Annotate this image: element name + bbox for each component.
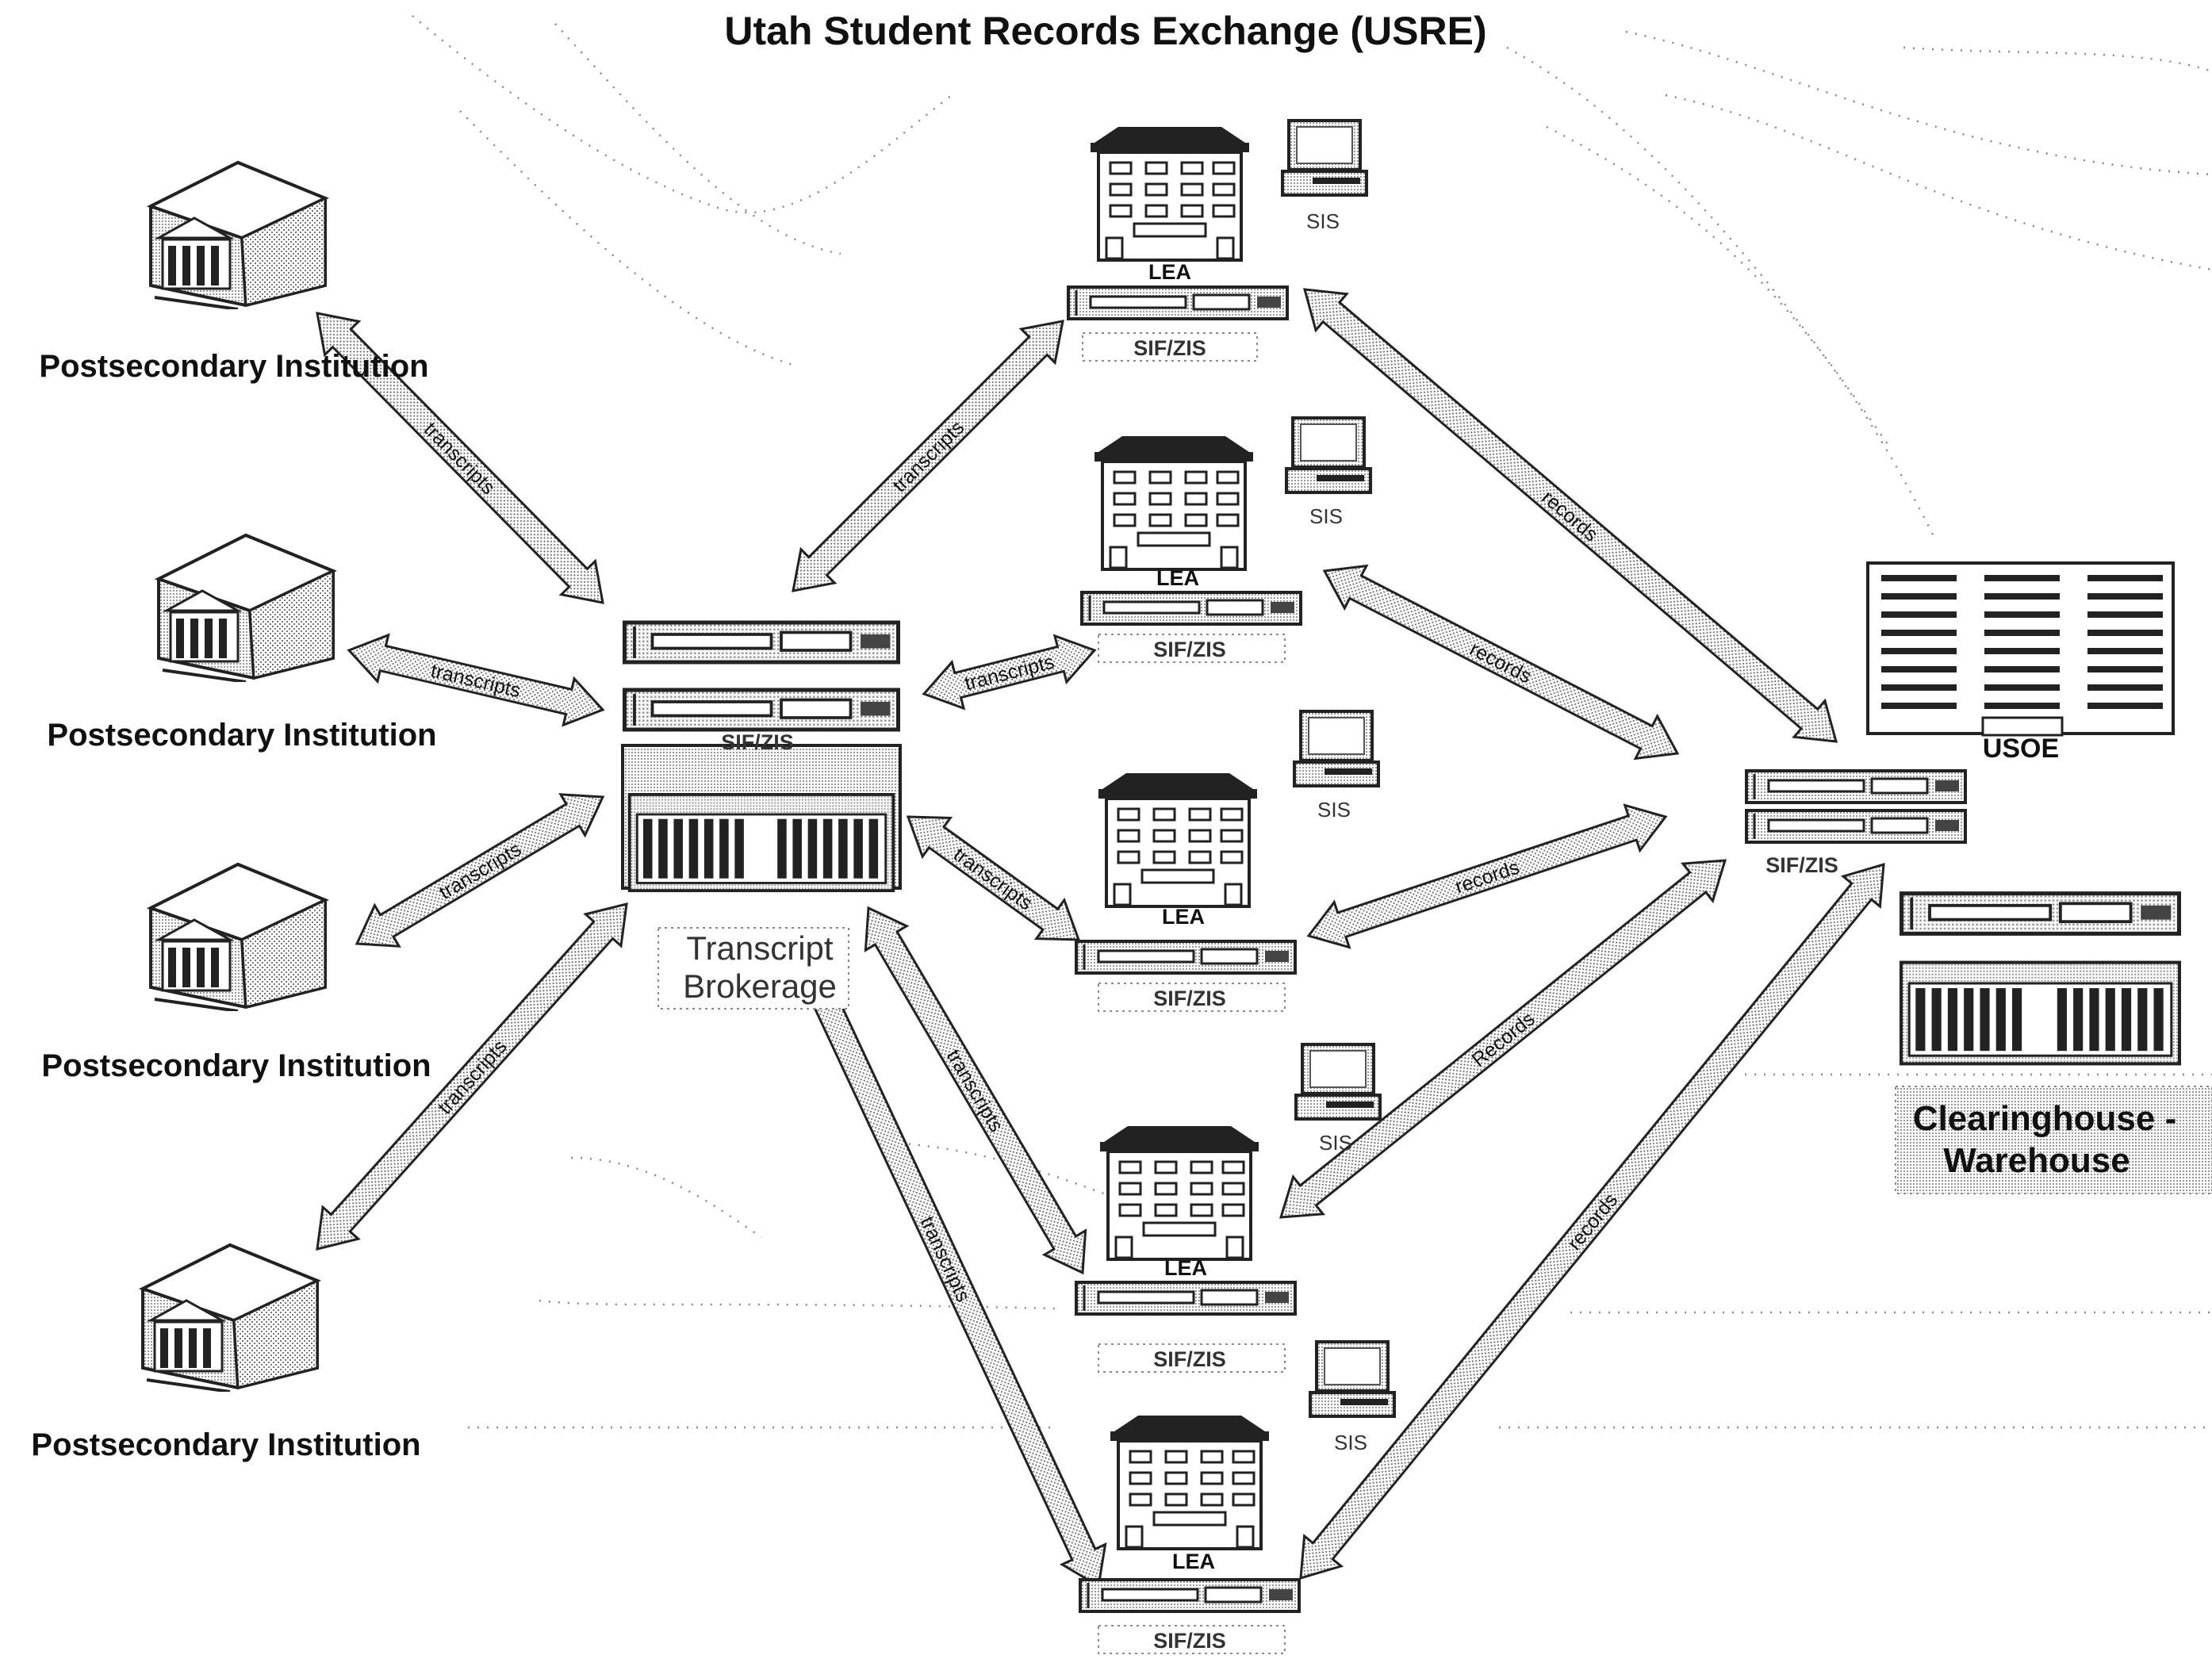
arrow-shape (316, 902, 628, 1251)
sis-label: SIS (1309, 504, 1343, 528)
arrow-label: transcripts (420, 418, 500, 499)
postsecondary-label: Postsecondary Institution (31, 1427, 420, 1462)
usoe-window-bars (1881, 575, 2163, 709)
server-icon (1902, 894, 2179, 934)
double-arrow-7: transcripts (906, 815, 1081, 941)
usoe-zis-label: SIF/ZIS (1765, 853, 1838, 877)
arrow-label: transcripts (949, 843, 1037, 914)
arrow-label: transcripts (888, 416, 968, 496)
arrow-shape (1279, 859, 1727, 1219)
double-arrow-3: transcripts (355, 793, 605, 948)
postsecondary-institution-2[interactable]: Postsecondary Institution (47, 534, 437, 753)
lea-label: LEA (1156, 566, 1199, 590)
arrow-label: records (1538, 486, 1603, 546)
postsecondary-label: Postsecondary Institution (39, 349, 428, 384)
school-building-icon (1089, 127, 1251, 262)
usoe-node[interactable]: USOE SIF/ZIS (1746, 561, 2175, 877)
school-building-icon (1097, 773, 1259, 908)
arrow-label: transcripts (434, 1036, 512, 1119)
computer-icon (1281, 119, 1368, 197)
arrow-shape (1322, 564, 1680, 761)
double-arrow-5: transcripts (792, 320, 1064, 592)
sis-label: SIS (1319, 1131, 1352, 1155)
postsecondary-label: Postsecondary Institution (47, 718, 436, 753)
sis-label: SIS (1306, 209, 1340, 233)
lea-node-3[interactable]: SIS LEA SIF/ZIS (1075, 710, 1380, 1012)
college-building-icon (149, 161, 327, 309)
diagram-title: Utah Student Records Exchange (USRE) (724, 9, 1486, 53)
lea-node-2[interactable]: SIS LEA SIF/ZIS (1080, 416, 1372, 663)
arrow-shape (792, 320, 1064, 592)
postsecondary-institution-3[interactable]: Postsecondary Institution (41, 863, 431, 1083)
double-arrow-1: transcripts (316, 312, 604, 604)
broker-zis-label: SIF/ZIS (721, 730, 794, 754)
arrow-label: Records (1468, 1008, 1539, 1071)
zis-label: SIF/ZIS (1153, 1629, 1226, 1653)
lea-node-1[interactable]: SIS LEA SIF/ZIS (1067, 119, 1368, 362)
arrow-shape (347, 633, 605, 727)
clearinghouse-label-line2: Warehouse (1943, 1141, 2130, 1180)
postsecondary-institution-1[interactable]: Postsecondary Institution (39, 161, 429, 384)
postsecondary-institution-4[interactable]: Postsecondary Institution (31, 1243, 421, 1462)
school-building-icon (1093, 436, 1255, 571)
computer-icon (1285, 416, 1372, 494)
transcript-brokerage[interactable]: SIF/ZIS Transcript Brokerage (621, 623, 902, 1010)
clearinghouse-warehouse[interactable]: Clearinghouse - Warehouse (1895, 894, 2212, 1194)
school-building-icon (1109, 1416, 1271, 1550)
college-building-icon (149, 863, 327, 1011)
server-icon (1746, 771, 1965, 803)
arrow-shape (1306, 803, 1668, 949)
background-contours (412, 15, 2212, 1429)
arrow-label: transcripts (435, 838, 525, 904)
college-building-icon (157, 534, 335, 682)
zis-label: SIF/ZIS (1133, 336, 1206, 360)
lea-label: LEA (1164, 1256, 1207, 1280)
arrow-shape (1302, 288, 1838, 743)
zis-label: SIF/ZIS (1153, 638, 1226, 661)
sis-label: SIS (1334, 1431, 1367, 1454)
arrow-shape (316, 312, 604, 604)
disk-array-icon (627, 793, 895, 892)
arrow-layer: transcripts transcripts transcripts transcr… (316, 288, 1885, 1588)
server-icon (625, 623, 899, 662)
server-icon (1080, 591, 1302, 626)
arrow-shape (1299, 862, 1885, 1580)
computer-icon (1293, 710, 1380, 787)
lea-node-5[interactable]: SIS LEA SIF/ZIS (1079, 1340, 1396, 1654)
lea-node-4[interactable]: SIS LEA SIF/ZIS (1075, 1043, 1382, 1373)
disk-array-icon (1901, 963, 2179, 1064)
computer-icon (1309, 1340, 1396, 1418)
server-icon (1746, 810, 1965, 842)
sis-label: SIS (1317, 798, 1351, 822)
server-icon (1067, 285, 1289, 320)
arrow-label: transcripts (962, 651, 1056, 695)
zis-label: SIF/ZIS (1153, 1347, 1226, 1371)
broker-name-line1: Transcript (686, 929, 833, 967)
broker-label-box (657, 927, 849, 1010)
broker-name-line2: Brokerage (683, 967, 837, 1005)
arrow-shape (864, 906, 1087, 1275)
postsecondary-label: Postsecondary Institution (41, 1048, 431, 1083)
server-icon (1075, 940, 1297, 975)
lea-label: LEA (1172, 1550, 1215, 1573)
lea-label: LEA (1148, 260, 1191, 284)
computer-icon (1294, 1043, 1382, 1121)
clearinghouse-label-line1: Clearinghouse - (1913, 1099, 2177, 1138)
usoe-label: USOE (1983, 734, 2059, 764)
arrow-label: transcripts (942, 1046, 1008, 1136)
zis-label: SIF/ZIS (1153, 987, 1226, 1010)
server-icon (625, 690, 899, 730)
school-building-icon (1098, 1126, 1260, 1261)
server-icon (1075, 1281, 1297, 1316)
double-arrow-6: transcripts (922, 634, 1097, 711)
server-icon (1079, 1578, 1301, 1613)
double-arrow-13: Records (1279, 859, 1727, 1219)
arrow-shape (355, 793, 605, 948)
arrow-shape (922, 634, 1097, 711)
college-building-icon (141, 1243, 319, 1392)
double-arrow-8: transcripts (864, 906, 1087, 1275)
arrow-label: records (1466, 638, 1535, 688)
lea-label: LEA (1162, 905, 1205, 929)
